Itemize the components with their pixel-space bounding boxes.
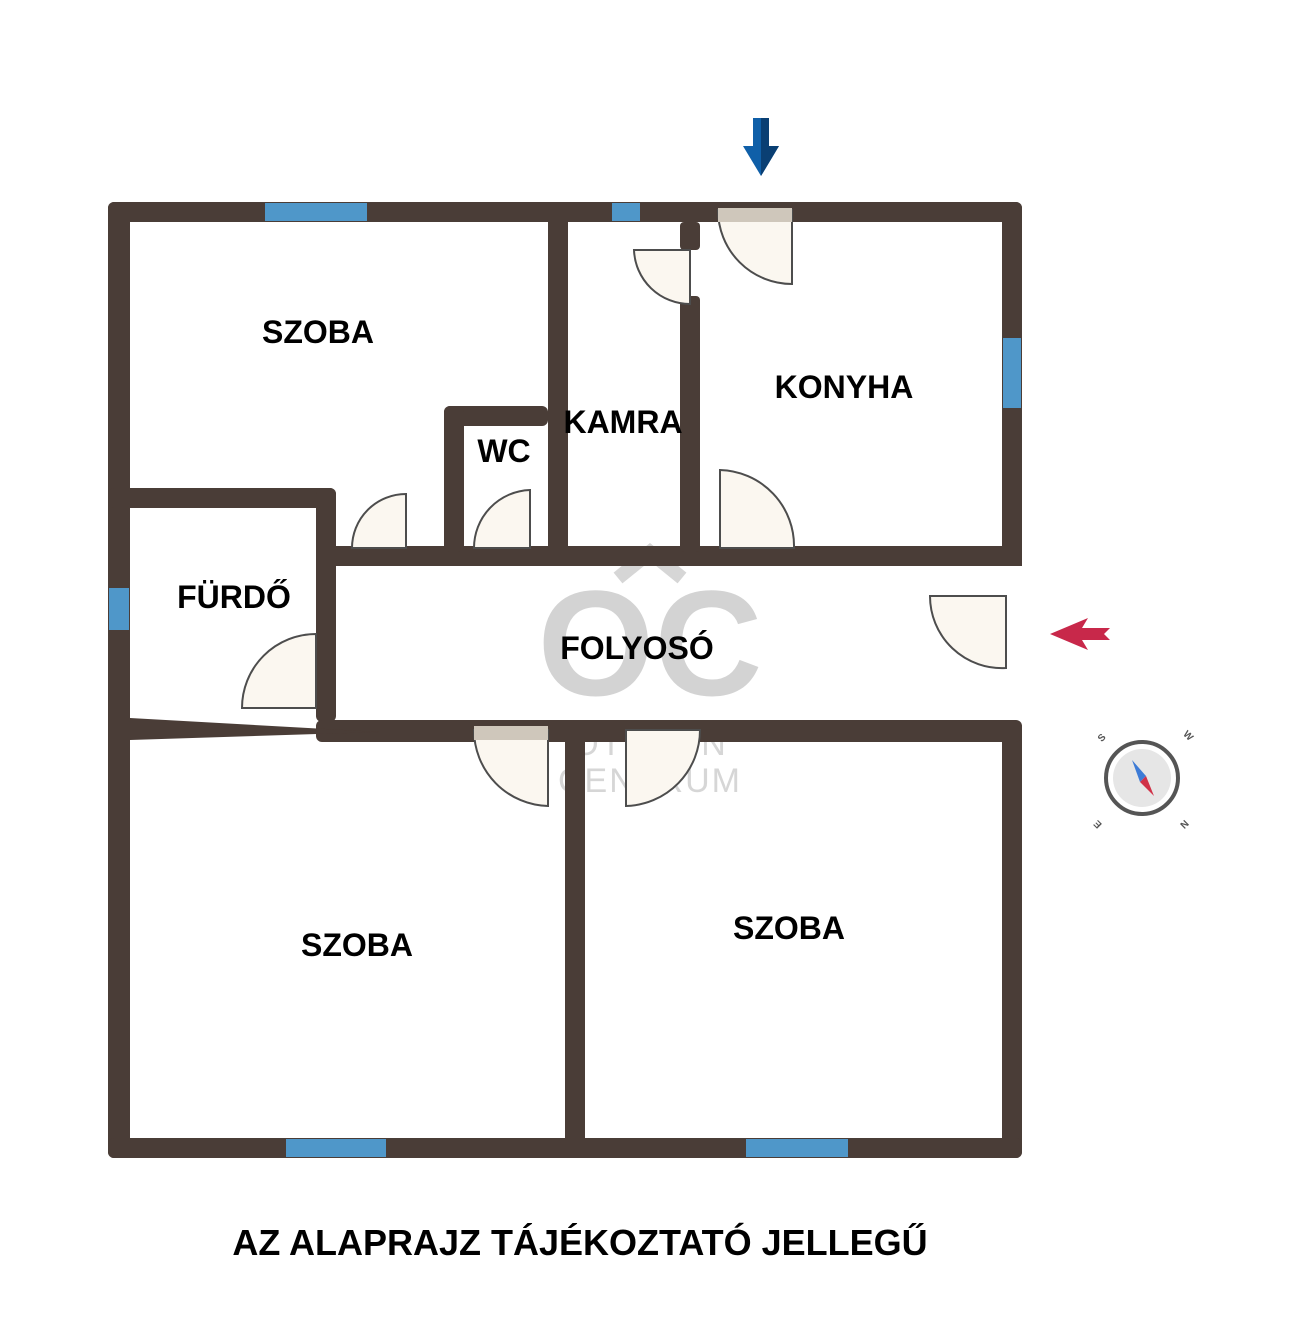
side-arrow-icon [1050, 618, 1110, 650]
door-furdo [240, 632, 317, 709]
wall-bottom-rooms [565, 720, 585, 1158]
room-label-kamra: KAMRA [563, 404, 682, 440]
wall-left [108, 202, 130, 1158]
door-wc [472, 488, 531, 549]
compass-label-e: E [1092, 817, 1105, 830]
wall-top [108, 202, 1022, 222]
room-label-szoba-bottom-right: SZOBA [733, 910, 845, 946]
window-bottom-left [286, 1139, 386, 1157]
windows [109, 203, 1021, 1157]
room-label-konyha: KONYHA [775, 369, 914, 405]
room-label-furdo: FÜRDŐ [177, 579, 291, 615]
compass-label-w: W [1181, 729, 1196, 744]
window-konyha [1003, 338, 1021, 408]
window-top-left [265, 203, 367, 221]
wall-corridor-top [318, 546, 1022, 566]
door-entrance-threshold [718, 208, 792, 222]
watermark-logo: OC [538, 559, 763, 727]
door-konyha [719, 468, 796, 549]
wall-kamra-konyha-top [680, 222, 700, 250]
wall-szoba-kamra [548, 222, 568, 552]
compass-needle-north-icon [1132, 760, 1146, 782]
wall-furdo-top [108, 488, 336, 508]
door-entrance [716, 209, 793, 286]
room-labels: SZOBA KAMRA WC KONYHA FÜRDŐ FOLYOSÓ SZOB… [177, 314, 913, 963]
door-szoba-bottom-right [625, 729, 702, 808]
room-label-szoba-bottom-left: SZOBA [301, 927, 413, 963]
entrance-arrow-icon [743, 118, 779, 176]
window-bottom-right [746, 1139, 848, 1157]
door-kamra [632, 249, 691, 306]
wall-kamra-konyha [680, 296, 700, 552]
room-label-folyoso: FOLYOSÓ [560, 630, 714, 666]
compass-icon: S W E N [1092, 729, 1196, 830]
door-szoba-bottom-left [472, 729, 549, 808]
compass-label-s: S [1096, 732, 1109, 745]
wall-furdo-right [316, 488, 336, 722]
door-corridor-side [928, 595, 1007, 670]
room-label-szoba-top: SZOBA [262, 314, 374, 350]
door-szoba-bottom-left-threshold [474, 726, 548, 740]
wall-furdo-bottom [130, 718, 380, 740]
compass-label-n: N [1177, 817, 1190, 830]
window-kamra [612, 203, 640, 221]
window-furdo [109, 588, 129, 630]
wall-wc-top [444, 406, 548, 426]
wall-wc-left [444, 406, 464, 552]
disclaimer-text: AZ ALAPRAJZ TÁJÉKOZTATÓ JELLEGŰ [232, 1222, 928, 1263]
door-szoba-top [350, 492, 407, 549]
room-label-wc: WC [477, 433, 530, 469]
doors [240, 208, 1007, 808]
compass-needle-south-icon [1140, 776, 1154, 796]
wall-right-lower [1002, 722, 1022, 1158]
